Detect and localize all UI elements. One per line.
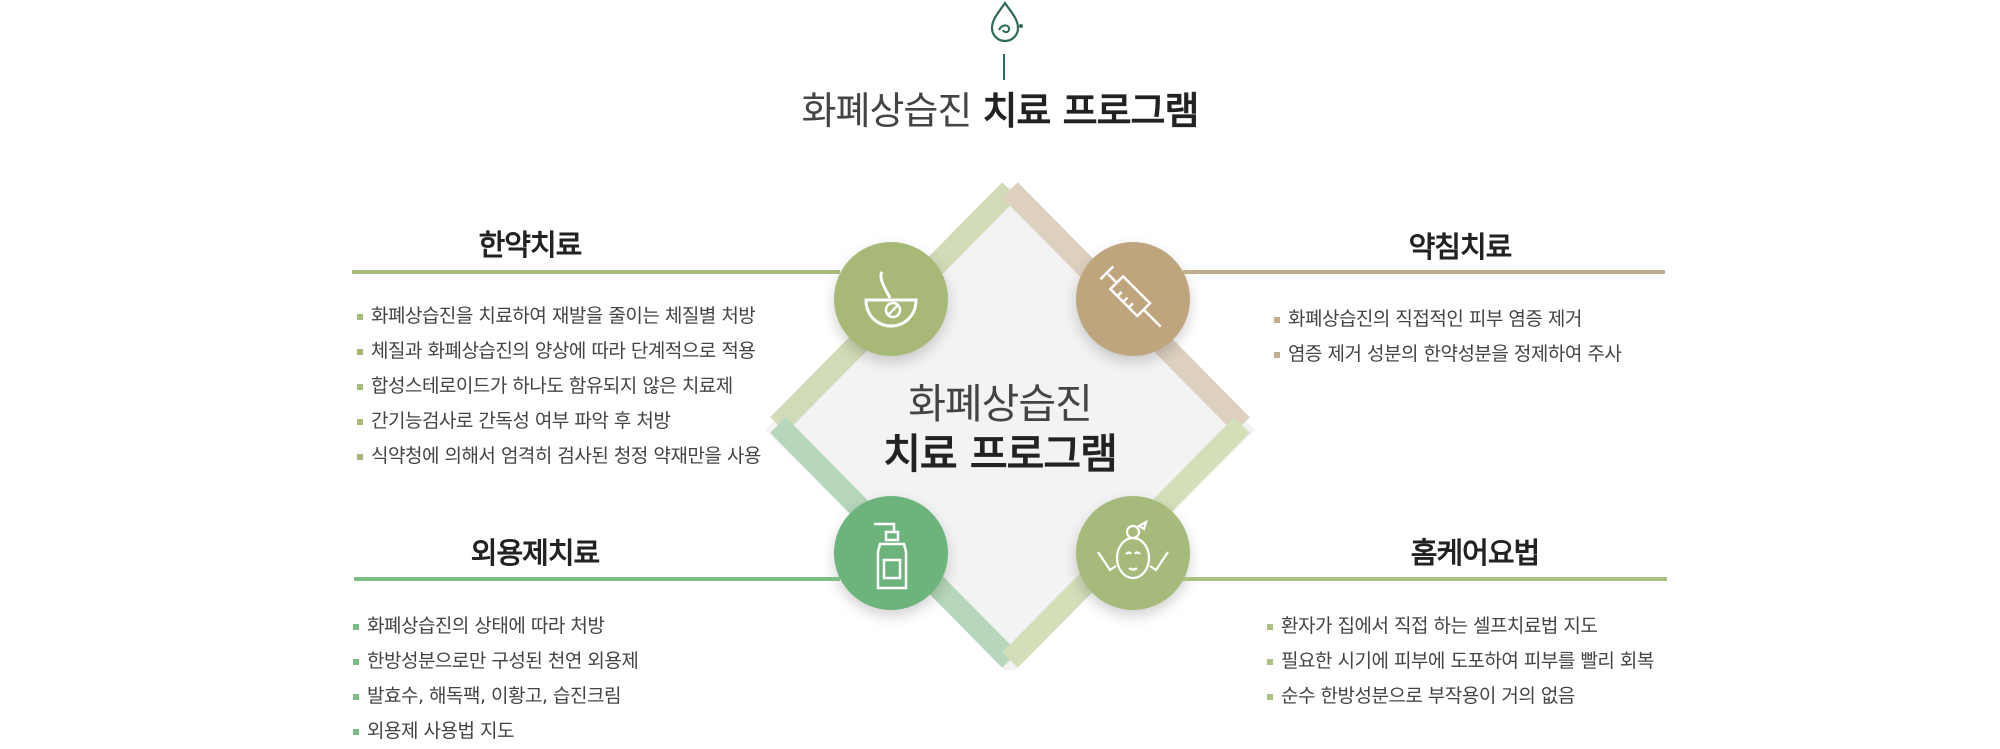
center-title-line2: 치료 프로그램 <box>883 430 1118 478</box>
list-item: 화폐상습진을 치료하여 재발을 줄이는 체질별 처방 <box>357 299 761 334</box>
bullet-icon <box>1267 659 1273 665</box>
acupuncture-list: 화폐상습진의 직접적인 피부 염증 제거 염증 제거 성분의 한약성분을 정제하… <box>1274 302 1622 372</box>
bullet-icon <box>357 314 363 320</box>
bullet-icon <box>357 384 363 390</box>
list-item: 순수 한방성분으로 부작용이 거의 없음 <box>1267 679 1654 714</box>
bullet-icon <box>357 419 363 425</box>
list-item: 발효수, 해독팩, 이황고, 습진크림 <box>353 679 638 714</box>
topical-title: 외용제치료 <box>470 536 600 570</box>
list-item: 외용제 사용법 지도 <box>353 714 638 749</box>
bullet-icon <box>357 454 363 460</box>
bullet-icon <box>353 624 359 630</box>
list-item: 합성스테로이드가 하나도 함유되지 않은 치료제 <box>357 369 761 404</box>
face-care-icon <box>1097 519 1169 580</box>
bullet-icon <box>353 694 359 700</box>
topical-title-line <box>354 577 840 581</box>
herbal-title: 한약치료 <box>478 228 583 262</box>
syringe-icon <box>1099 265 1162 328</box>
page-title: 화폐상습진 치료 프로그램 <box>0 80 2000 135</box>
topical-list: 화폐상습진의 상태에 따라 처방 한방성분으로만 구성된 천연 외용제 발효수,… <box>353 609 639 749</box>
title-divider-line <box>1003 54 1005 80</box>
list-item: 환자가 집에서 직접 하는 셀프치료법 지도 <box>1267 609 1654 644</box>
bullet-icon <box>1274 352 1280 358</box>
bullet-icon <box>353 729 359 735</box>
acupuncture-title-line <box>1183 270 1665 274</box>
list-item: 화폐상습진의 직접적인 피부 염증 제거 <box>1274 302 1621 337</box>
water-drop-logo-icon <box>985 0 1025 46</box>
mortar-pestle-icon <box>864 271 918 328</box>
list-item: 간기능검사로 간독성 여부 파악 후 처방 <box>357 404 761 439</box>
homecare-list: 환자가 집에서 직접 하는 셀프치료법 지도 필요한 시기에 피부에 도포하여 … <box>1267 609 1654 714</box>
homecare-title-line <box>1183 577 1667 581</box>
list-item: 염증 제거 성분의 한약성분을 정제하여 주사 <box>1274 337 1622 372</box>
page-title-bold: 치료 프로그램 <box>982 89 1199 133</box>
homecare-circle <box>1076 496 1190 610</box>
herbal-list: 화폐상습진을 치료하여 재발을 줄이는 체질별 처방 체질과 화폐상습진의 양상… <box>357 299 761 474</box>
acupuncture-title: 약침치료 <box>1408 230 1513 264</box>
bullet-icon <box>1267 624 1273 630</box>
acupuncture-circle <box>1076 242 1190 356</box>
list-item: 식약청에 의해서 엄격히 검사된 청정 약재만을 사용 <box>357 439 761 474</box>
homecare-title: 홈케어요법 <box>1410 536 1540 570</box>
bullet-icon <box>1274 317 1280 323</box>
list-item: 한방성분으로만 구성된 천연 외용제 <box>353 644 639 679</box>
herbal-medicine-circle <box>834 242 948 356</box>
herbal-title-line <box>352 270 840 274</box>
list-item: 체질과 화폐상습진의 양상에 따라 단계적으로 적용 <box>357 334 761 369</box>
list-item: 필요한 시기에 피부에 도포하여 피부를 빨리 회복 <box>1267 644 1654 679</box>
page-title-light: 화폐상습진 <box>801 89 973 133</box>
bullet-icon <box>353 659 359 665</box>
bullet-icon <box>357 349 363 355</box>
list-item: 화폐상습진의 상태에 따라 처방 <box>353 609 638 644</box>
bullet-icon <box>1267 694 1273 700</box>
pump-bottle-icon <box>874 522 908 590</box>
topical-circle <box>834 496 948 610</box>
center-title-line1: 화폐상습진 <box>908 380 1093 428</box>
